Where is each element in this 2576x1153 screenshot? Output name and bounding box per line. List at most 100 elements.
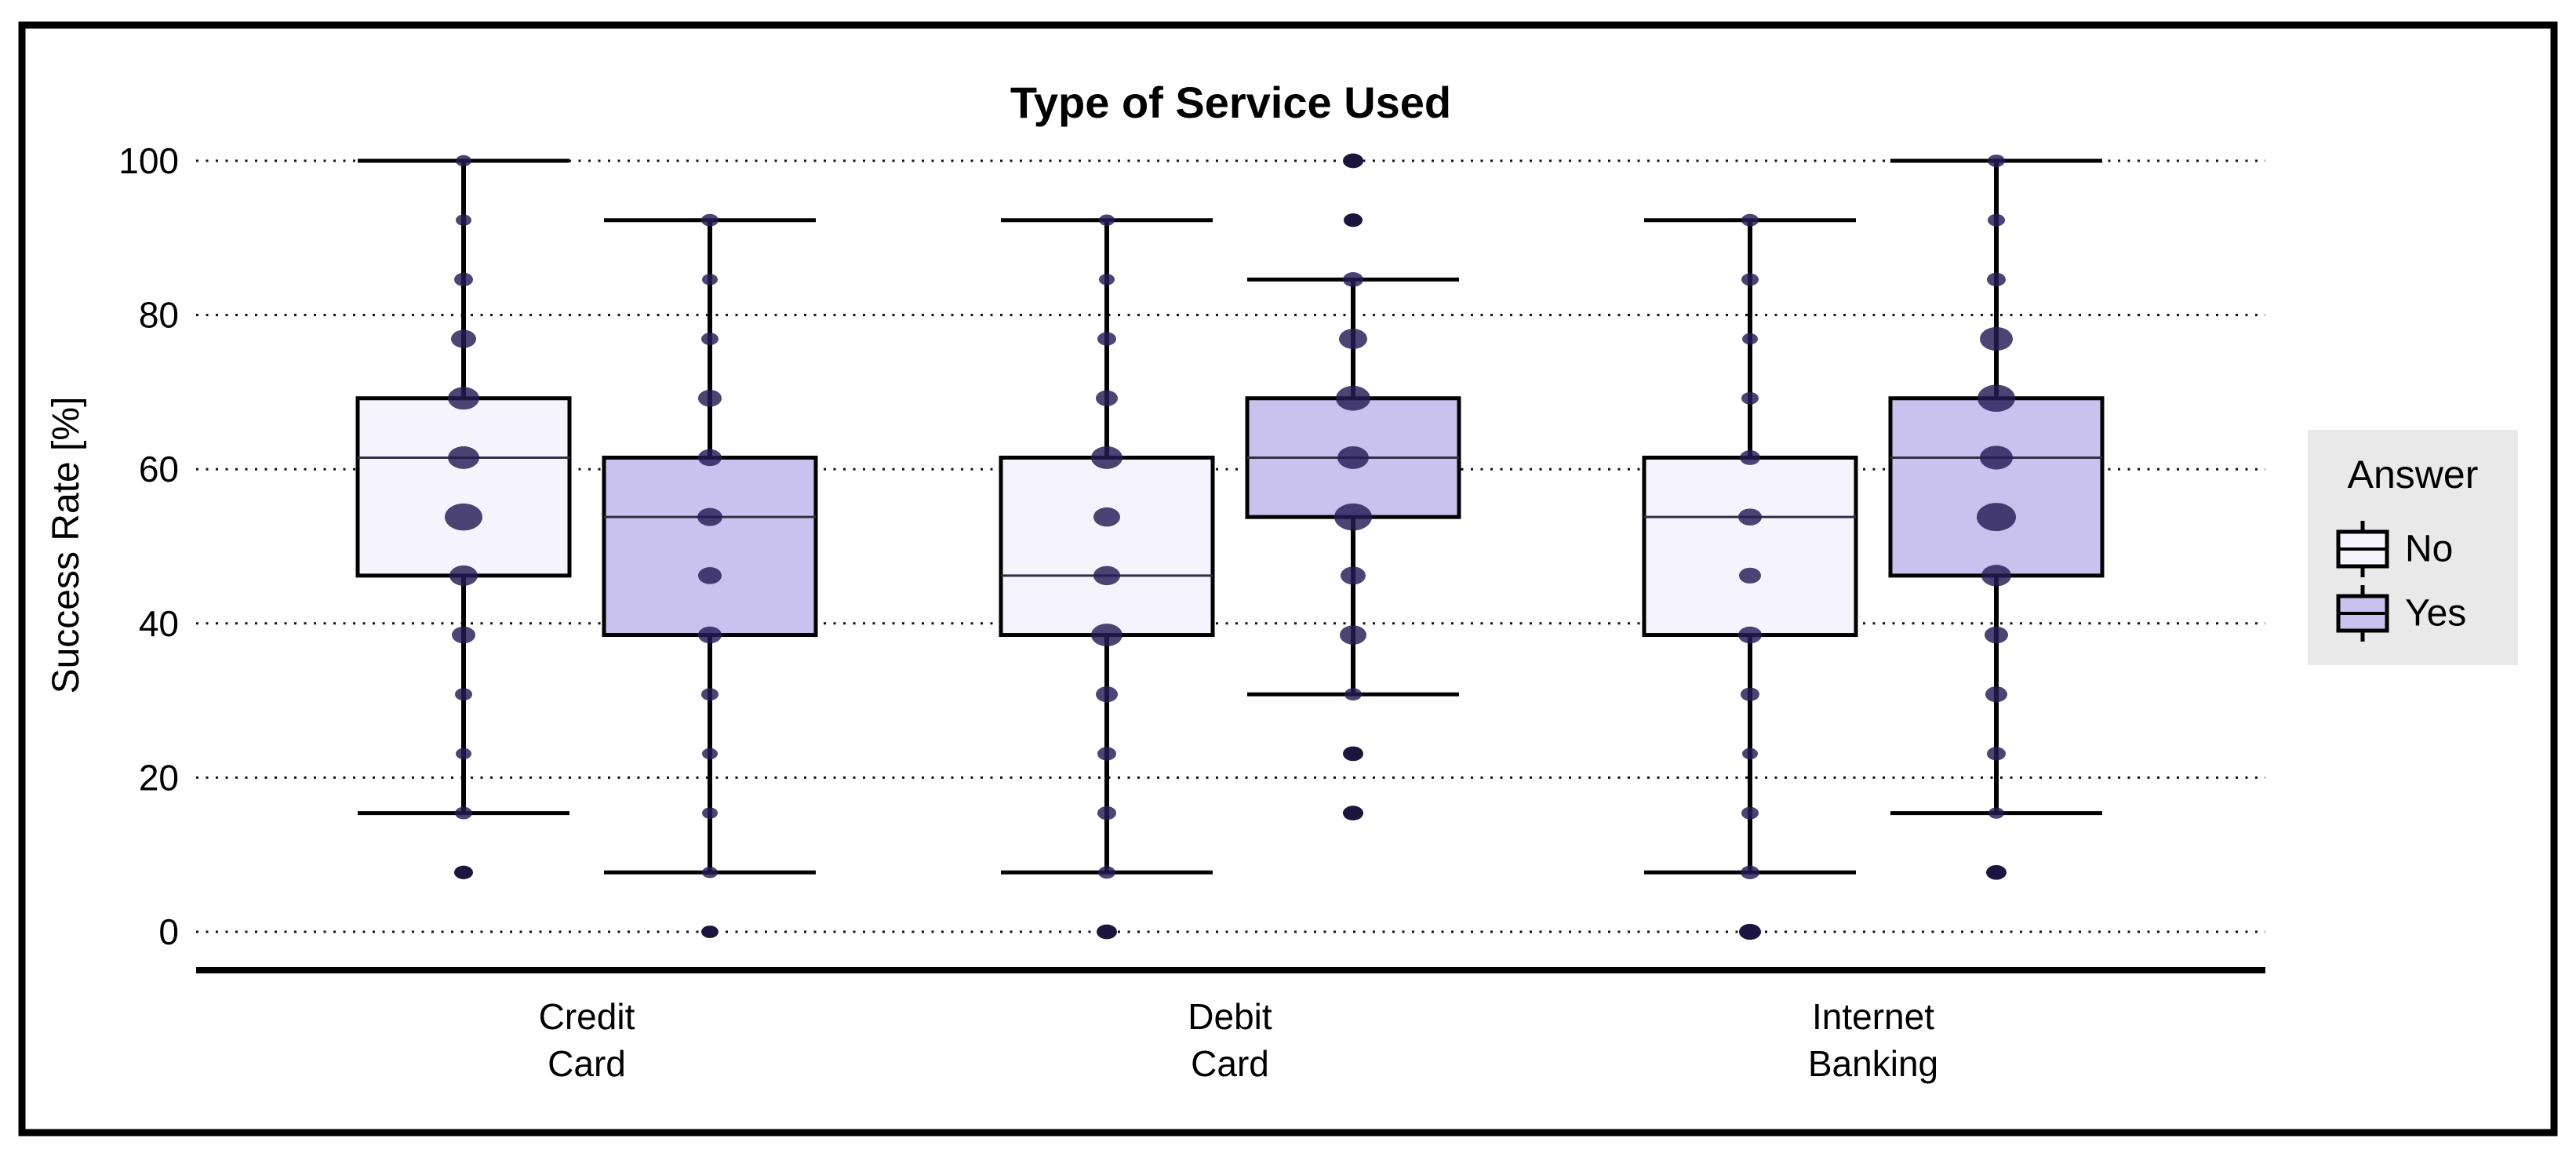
data-dot [702,274,718,286]
outlier-dot [1739,923,1761,940]
outlier-dot [701,926,719,938]
outlier-dot [1986,864,2007,880]
series-layer [355,153,2105,940]
data-dot [1987,747,2006,761]
data-dot [454,272,473,287]
data-dot [698,449,722,467]
data-dot [697,507,722,526]
data-dot [449,565,478,586]
y-tick-labels: 0 20 40 60 80 100 [118,140,179,952]
data-dot [1097,332,1116,346]
category-label-debit-line2: Card [1191,1043,1269,1084]
data-dot [455,688,472,701]
data-dot [1741,391,1759,405]
outlier-dot [454,865,473,879]
boxplot-yes-debit-card [1245,153,1461,820]
category-label-debit-line1: Debit [1188,996,1272,1037]
data-dot [1988,807,2004,819]
data-dot [1341,566,1366,585]
box [999,455,1215,638]
legend-label-no: No [2405,529,2453,570]
data-dot [1738,626,1762,644]
box [1642,455,1858,638]
y-tick-label-20: 20 [139,757,179,798]
data-dot [452,626,475,644]
box [355,396,572,578]
data-dot [1340,625,1366,645]
data-dot [456,214,471,226]
data-dot [1334,503,1372,531]
data-dot [1988,213,2005,227]
data-dot [455,806,472,820]
data-dot [1741,687,1759,701]
outlier-dot [1343,746,1363,762]
y-tick-label-100: 100 [118,140,179,181]
legend-label-yes: Yes [2405,593,2466,635]
data-dot [1985,686,2007,703]
data-dot [702,807,718,819]
data-dot [701,213,719,227]
data-dot [1336,385,1370,411]
data-dot [1977,503,2016,532]
boxplot-no-credit-card [355,155,572,879]
data-dot [1091,446,1122,469]
data-dot [456,747,471,760]
category-label-credit-line1: Credit [539,996,635,1037]
boxplot-yes-credit-card [602,213,818,938]
y-axis-label: Success Rate [%] [45,397,87,694]
data-dot [1741,213,1759,227]
legend-item-no: No [2336,521,2453,577]
x-category-labels: Credit Card Debit Card Internet Banking [539,996,1938,1084]
box [602,455,818,638]
box [1888,396,2105,578]
data-dot [1099,274,1115,286]
y-tick-label-0: 0 [158,911,179,952]
legend-item-yes: Yes [2336,585,2466,642]
data-dot [1091,624,1122,646]
data-dot [456,155,471,167]
outlier-dot [1343,806,1363,820]
data-dot [1980,446,2013,470]
data-dot [1741,273,1759,286]
data-dot [698,626,722,644]
data-dot [702,747,718,760]
data-dot [1741,806,1759,820]
data-dot [1987,272,2006,287]
y-tick-label-60: 60 [139,449,179,489]
data-dot [1742,333,1758,345]
data-dot [1339,329,1367,350]
data-dot [1977,384,2015,413]
data-dot [448,387,479,410]
data-dot [1741,865,1759,879]
data-dot [1742,747,1758,760]
category-label-internet-line1: Internet [1812,996,1934,1037]
data-dot [1099,214,1115,226]
data-dot [698,567,722,584]
data-dot [1097,747,1116,761]
category-label-internet-line2: Banking [1808,1043,1938,1084]
category-label-credit-line2: Card [548,1043,626,1084]
data-dot [1337,446,1369,469]
data-dot [701,333,719,345]
data-dot [701,688,719,701]
data-dot [451,329,476,348]
data-dot [1981,565,2011,587]
boxplot-yes-internet-banking [1888,155,2105,880]
chart-title: Type of Service Used [1010,78,1451,127]
legend-title: Answer [2348,453,2479,496]
data-dot [1344,688,1362,701]
data-dot [1980,326,2013,351]
data-dot [1740,450,1760,465]
y-tick-label-40: 40 [139,603,179,644]
data-dot [1343,272,1363,287]
data-dot [1096,390,1118,406]
outlier-dot [1097,924,1117,940]
boxplot-no-internet-banking [1642,213,1858,940]
outlier-dot [1343,153,1363,169]
legend: Answer No Yes [2308,430,2518,665]
data-dot [445,503,482,531]
data-dot [1097,806,1116,820]
y-tick-label-80: 80 [139,295,179,336]
data-dot [1988,155,2005,167]
